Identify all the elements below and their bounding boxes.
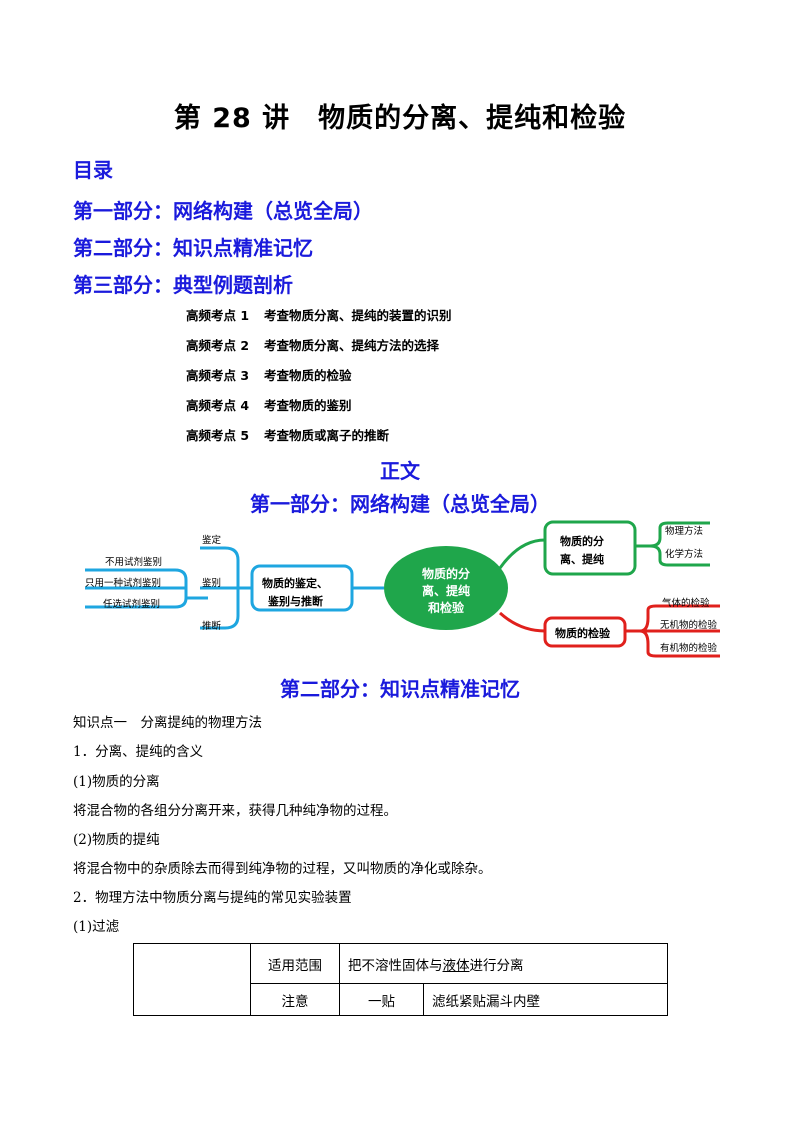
center-node-label: 物质的分 离、提纯 和检验 [421,567,470,615]
right-bottom-leaf-label: 无机物的检验 [660,620,718,631]
body-paragraph: (1)物质的分离 [73,774,160,790]
left-branch-label: 推断 [202,621,222,632]
left-leaf-label: 只用一种试剂鉴别 [85,578,162,589]
section2-heading: 第二部分：知识点精准记忆 [280,677,520,701]
body-paragraph: 1．分离、提纯的含义 [73,744,204,760]
table-image-cell [133,943,251,1016]
center-node [384,546,508,630]
filtration-table: 适用范围 把不溶性固体与液体进行分离 注意 一贴 滤纸紧贴漏斗内壁 [133,943,668,1016]
right-top-leaf-label: 物理方法 [665,526,704,537]
mind-map [85,520,720,658]
right-top-box-label: 离、提纯 [560,553,604,566]
table-label-cell: 适用范围 [250,943,340,984]
left-branch-label: 鉴定 [202,535,222,546]
left-leaf-label: 不用试剂鉴别 [105,557,163,568]
left-branch-label: 鉴别 [202,578,222,589]
toc-part2: 第二部分：知识点精准记忆 [73,236,313,260]
body-paragraph: (2)物质的提纯 [73,832,160,848]
right-top-box [543,520,637,576]
right-bottom-box [543,616,627,648]
page-title: 第 28 讲 物质的分离、提纯和检验 [173,103,627,134]
table-label-cell: 注意 [250,983,340,1016]
toc-heading: 目录 [73,158,113,182]
section1-heading: 第一部分：网络构建（总览全局） [250,492,550,516]
table-value-cell: 滤纸紧贴漏斗内壁 [423,983,668,1016]
table-value-cell: 把不溶性固体与液体进行分离 [339,943,668,984]
right-top-leaf-label: 化学方法 [665,549,704,560]
body-paragraph: 将混合物的各组分分离开来，获得几种纯净物的过程。 [73,803,397,819]
right-bottom-box-label: 物质的检验 [555,627,610,640]
right-bottom-leaf-label: 有机物的检验 [660,643,718,654]
right-bottom-leaf-label: 气体的检验 [662,598,710,609]
body-heading: 正文 [380,459,420,483]
body-paragraph: 2．物理方法中物质分离与提纯的常见实验装置 [73,890,352,906]
left-leaf-label: 任选试剂鉴别 [103,599,161,610]
right-top-box-label: 物质的分 [560,535,604,548]
left-box-label: 鉴别与推断 [268,595,323,608]
body-paragraph: 将混合物中的杂质除去而得到纯净物的过程，又叫物质的净化或除杂。 [73,861,492,877]
toc-part1: 第一部分：网络构建（总览全局） [73,199,373,223]
left-box [250,564,354,612]
table-sub-cell: 一贴 [339,983,424,1016]
left-box-label: 物质的鉴定、 [262,577,328,590]
knowledge-point-title: 知识点一 分离提纯的物理方法 [73,715,262,731]
toc-part3: 第三部分：典型例题剖析 [73,273,293,297]
body-paragraph: (1)过滤 [73,919,120,935]
